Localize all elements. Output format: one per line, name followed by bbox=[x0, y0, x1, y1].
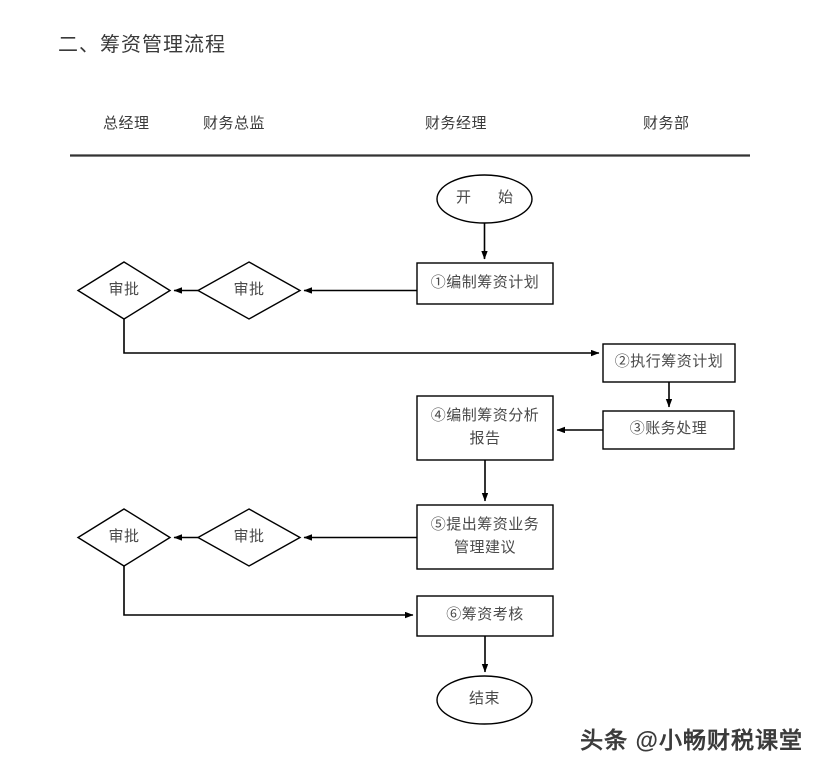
node-start bbox=[436, 174, 533, 224]
node-approval-general-manager-1 bbox=[76, 261, 172, 320]
node-approval-general-manager-2 bbox=[76, 508, 172, 567]
edge-approval-gm1-to-step2 bbox=[123, 319, 600, 357]
node-approval-finance-director-1 bbox=[196, 261, 302, 320]
node-approval-finance-director-2 bbox=[196, 508, 302, 567]
column-header-finance-director: 财务总监 bbox=[203, 116, 266, 132]
node-step5 bbox=[416, 504, 554, 570]
column-header-finance-manager: 财务经理 bbox=[425, 116, 488, 132]
node-step6 bbox=[416, 595, 554, 637]
page-title: 二、筹资管理流程 bbox=[58, 34, 226, 56]
node-step1 bbox=[416, 262, 554, 305]
watermark: 头条 @小畅财税课堂 bbox=[580, 727, 803, 753]
column-header-general-manager: 总经理 bbox=[103, 116, 150, 132]
node-step3 bbox=[602, 410, 735, 450]
edge-approval-gm2-to-step6 bbox=[123, 566, 414, 619]
node-end bbox=[436, 675, 533, 725]
column-header-finance-department: 财务部 bbox=[643, 116, 690, 132]
node-step4 bbox=[416, 395, 554, 461]
node-step2 bbox=[602, 343, 736, 383]
